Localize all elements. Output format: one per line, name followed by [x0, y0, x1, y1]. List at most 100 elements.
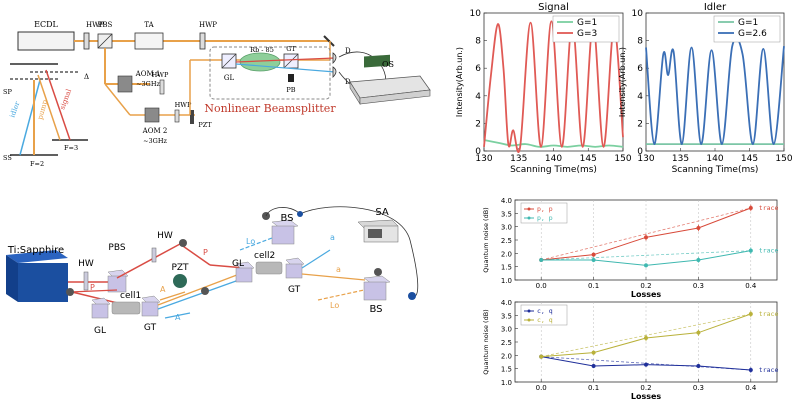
hwp3-label: HWP: [152, 71, 169, 79]
cell2-label: cell2: [254, 251, 275, 261]
y-tick-label: 3.5: [501, 210, 512, 218]
hwp4-label: HWP: [175, 101, 192, 109]
trace-annotation-0: trace: [759, 204, 779, 212]
cell1-body: [111, 301, 141, 315]
y-tick-label: 3.0: [501, 326, 512, 334]
legend-label-0: G=1: [577, 18, 597, 28]
idler-label: idler: [8, 100, 21, 119]
x-tick-label: 0.0: [536, 384, 547, 392]
trace-annotation-0: trace: [759, 366, 779, 374]
detector-top: [297, 211, 303, 217]
lo1-label: Lo: [246, 237, 255, 246]
out-beam-2: [301, 273, 366, 281]
gl1-label: GL: [94, 326, 106, 336]
y-tick-label: 10: [632, 9, 644, 19]
out-beam-1: [301, 249, 331, 269]
y-tick-label: 2: [475, 119, 481, 129]
series-line-1: [483, 20, 624, 153]
series-line-1: [645, 36, 785, 146]
x-tick-label: 0.2: [640, 384, 651, 392]
hw1-plate: [83, 271, 89, 291]
pbs-diag: [97, 33, 113, 49]
data-point: [539, 354, 544, 359]
x-tick-label: 140: [545, 154, 562, 164]
gt-label: GT: [286, 45, 296, 53]
data-point: [696, 226, 701, 230]
gt1-label: GT: [144, 323, 157, 333]
data-point: [644, 336, 648, 340]
cable-sa: [299, 206, 419, 297]
y-tick-label: 6: [637, 64, 643, 74]
legend-label-1: c, q: [537, 316, 553, 324]
hwp2: [199, 32, 206, 50]
a-out1-label: a: [330, 233, 335, 242]
y-tick-label: 4.0: [501, 197, 512, 205]
mirror-top-right: [323, 35, 335, 47]
pzt-bottom-label: PZT: [171, 263, 189, 273]
y-tick-label: 2.5: [501, 339, 512, 347]
aom1-freq: ~3GHz: [136, 80, 160, 88]
detector-d1: [332, 52, 337, 64]
mirror-as: [201, 287, 209, 295]
top-setup-diagram: ECDL HWP PBS TA HWP AOM 1 ~3GHz HWP AOM: [3, 20, 431, 168]
signal-label: signal: [58, 87, 73, 110]
y-tick-label: 2: [637, 119, 643, 129]
gl-diag: [221, 53, 237, 69]
hw2-plate: [151, 247, 157, 263]
mirror-p1: [66, 288, 74, 296]
gt2-label: GT: [288, 285, 301, 295]
f3-label: F=3: [64, 144, 78, 152]
chart-title: Idler: [704, 2, 727, 13]
data-point: [644, 263, 648, 268]
x-axis-label: Scanning Time(ms): [510, 165, 597, 175]
as-arrow: [159, 291, 186, 301]
lo2-label: Lo: [330, 301, 339, 310]
pbs-bottom-label: PBS: [108, 243, 125, 253]
x-tick-label: 140: [706, 154, 723, 164]
x-tick-label: 0.1: [588, 384, 599, 392]
y-tick-label: 0: [475, 147, 481, 157]
mirror-p2: [179, 239, 187, 247]
legend-marker-1: [527, 318, 531, 322]
data-point: [644, 362, 648, 367]
x-tick-label: 0.2: [640, 282, 651, 290]
x-tick-label: 0.3: [693, 282, 704, 290]
x-tick-label: 0.4: [745, 384, 757, 392]
aom1-box: [117, 75, 133, 93]
pzt-label: PZT: [198, 121, 212, 129]
y-tick-label: 4.0: [501, 299, 512, 307]
x-axis-label: Scanning Time(ms): [672, 165, 759, 175]
ai-arrow: [164, 312, 191, 319]
lo2-beam: [317, 289, 365, 301]
y-tick-label: 6: [475, 64, 481, 74]
x-axis-label: Losses: [631, 290, 662, 299]
legend-label-1: G=3: [577, 29, 597, 39]
series-fit-0: [541, 207, 751, 261]
laser-side: [6, 255, 18, 302]
y-axis-label: Quantum noise (dB): [482, 309, 490, 374]
y-tick-label: 4: [475, 92, 481, 102]
aom2-branch: [104, 83, 131, 116]
sa-label: SA: [375, 207, 389, 218]
laser-top: [6, 250, 68, 263]
bs1-cube: [271, 225, 295, 245]
beam-p2-a: [116, 243, 181, 279]
ss-label: SS: [3, 154, 12, 162]
y-tick-label: 8: [637, 37, 643, 47]
spectrum-analyzer: [357, 219, 399, 243]
y-tick-label: 10: [470, 9, 482, 19]
signal-beam: [235, 57, 336, 63]
y-tick-label: 1.0: [501, 379, 512, 387]
os-label: OS: [382, 60, 394, 69]
data-point: [748, 206, 753, 210]
y-axis-label: Quantum noise (dB): [482, 207, 490, 272]
pzt-disc: [173, 274, 187, 288]
legend-label-1: p, p: [537, 214, 553, 222]
pzt-block: [190, 110, 194, 124]
x-tick-label: 0.1: [588, 282, 599, 290]
f2-label: F=2: [30, 160, 44, 168]
pbs-bottom-cube: [107, 275, 127, 293]
